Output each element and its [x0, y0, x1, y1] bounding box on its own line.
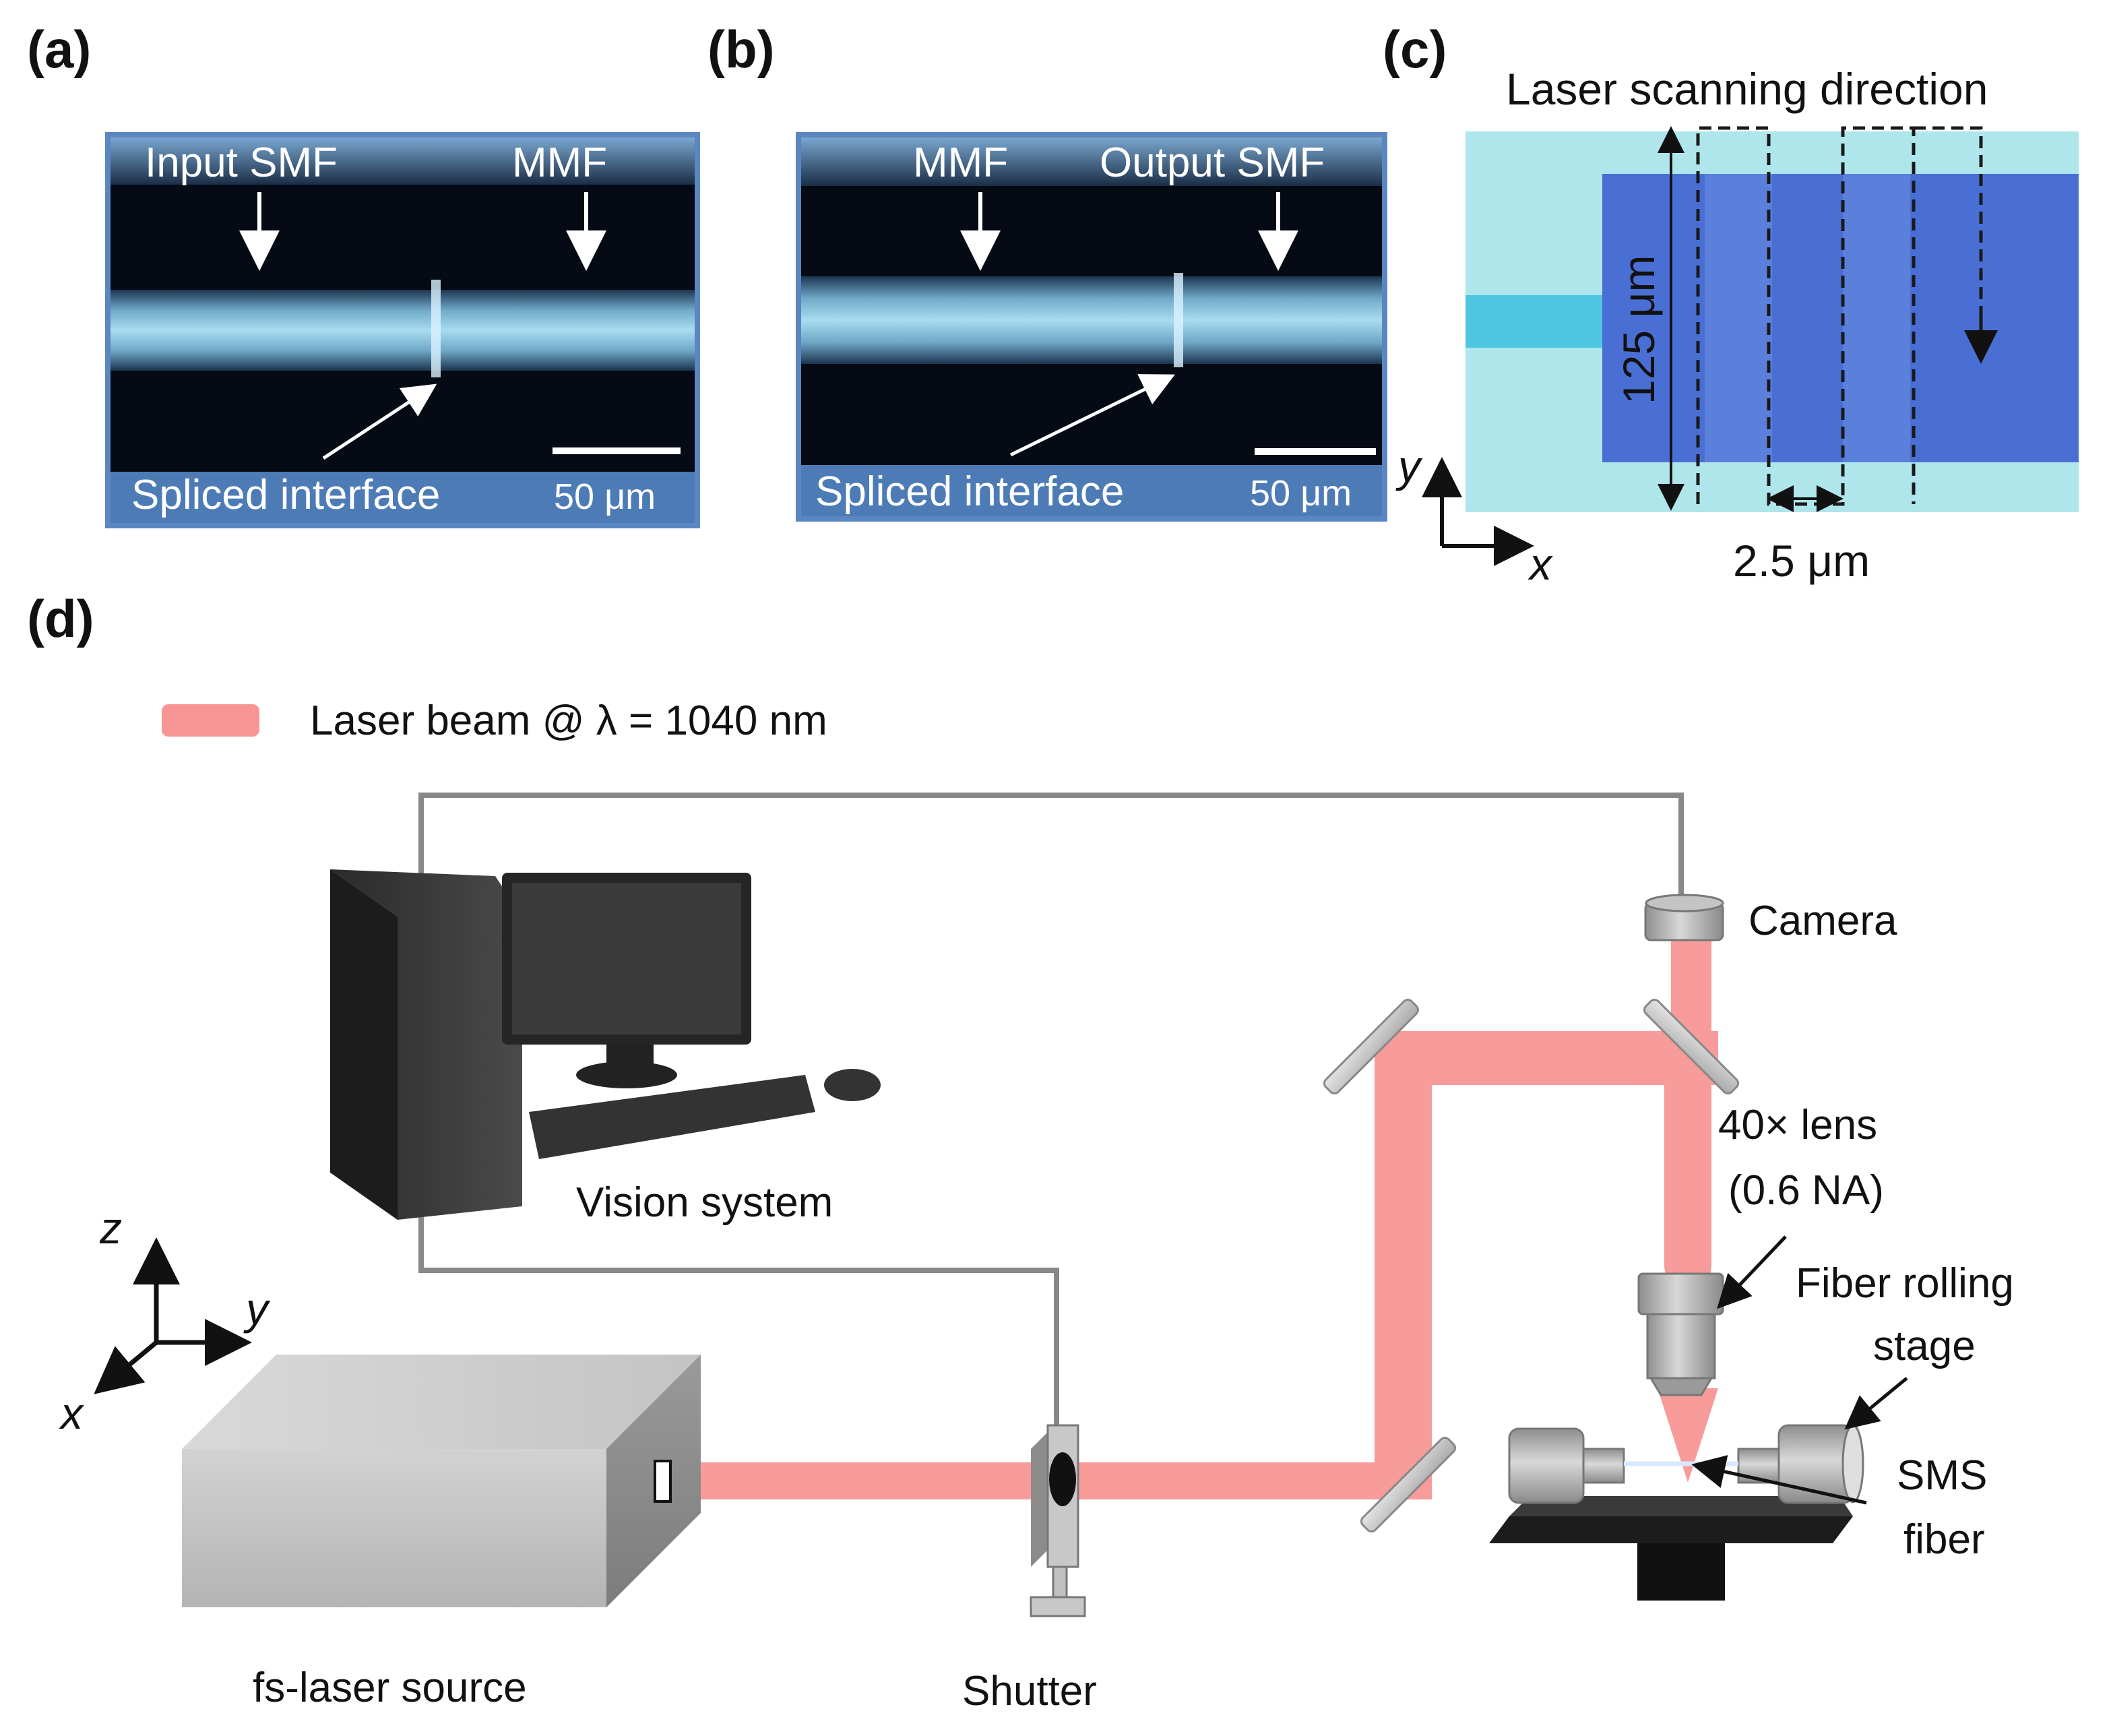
camera-cable — [418, 793, 1684, 903]
scan-direction-title: Laser scanning direction — [1506, 64, 1988, 114]
scan-path-last — [1914, 126, 1983, 344]
mmf-label-a: MMF — [512, 140, 607, 186]
axis-d-x — [94, 1340, 158, 1394]
stage-pointer-arrow — [1844, 1377, 1908, 1430]
panel-c: (c) Laser scanning direction 125 μm 2.5 … — [1383, 20, 2079, 589]
interface-arrow-b — [1009, 374, 1175, 457]
axis-c-y-label: y — [1395, 441, 1423, 491]
mirror-top-right — [1643, 998, 1740, 1095]
mmf-core — [1602, 174, 2079, 462]
gap-label: 2.5 μm — [1733, 536, 1870, 586]
micrograph-b — [796, 132, 1387, 522]
panel-b-label: (b) — [707, 20, 775, 79]
panel-b: (b) MMF Output SMF Spliced interface 50 … — [707, 20, 1387, 522]
laser-beam-path — [670, 940, 1718, 1499]
stage-label-line1: Fiber rolling — [1796, 1260, 2014, 1307]
lens-label-line1: 40× lens — [1718, 1102, 1877, 1148]
camera-icon — [1644, 894, 1724, 941]
stage-label-line2: stage — [1873, 1323, 1976, 1369]
fiber-label-line2: fiber — [1903, 1516, 1985, 1563]
interface-arrow-a — [322, 383, 437, 460]
shutter-icon — [1030, 1424, 1086, 1617]
input-smf-label: Input SMF — [145, 140, 338, 186]
fiber-label-line1: SMS — [1897, 1452, 1987, 1499]
axis-d-z-label: z — [99, 1203, 122, 1253]
legend-beam-swatch — [162, 704, 259, 737]
panel-d: (d) Laser beam @ λ = 1040 nm — [27, 589, 2014, 1714]
mirror-bottom — [1360, 1436, 1457, 1533]
axis-d-x-label: x — [59, 1388, 84, 1438]
shutter-cable — [418, 1213, 1059, 1429]
mmf-label-b: MMF — [913, 140, 1008, 186]
lens-pointer-arrow — [1717, 1235, 1787, 1309]
grating-line-1 — [1705, 174, 1772, 462]
scan-path — [1696, 126, 1916, 506]
fs-laser-source-label: fs-laser source — [253, 1665, 527, 1711]
axis-d-y-label: y — [243, 1284, 271, 1334]
scale-bar-label-a: 50 μm — [554, 476, 656, 517]
mirror-top-left — [1323, 998, 1420, 1095]
computer-icon — [330, 869, 881, 1220]
fiber-pointer-arrow — [1691, 1455, 1867, 1505]
fiber-rolling-stage — [1489, 1424, 1864, 1601]
vision-system-label: Vision system — [576, 1179, 833, 1226]
camera-label: Camera — [1748, 898, 1897, 944]
shutter-label: Shutter — [962, 1668, 1097, 1714]
output-smf-label: Output SMF — [1100, 140, 1325, 186]
legend-label: Laser beam @ λ = 1040 nm — [310, 698, 827, 744]
panel-a: (a) Input SMF MMF Spliced interface 50 μ… — [27, 20, 700, 528]
lens-label-line2: (0.6 NA) — [1728, 1167, 1884, 1214]
panel-d-label: (d) — [27, 589, 94, 648]
fs-laser-source-icon — [182, 1355, 701, 1607]
smf-core — [1466, 295, 1602, 348]
grating-line-2 — [1843, 174, 1910, 462]
spliced-interface-label-b: Spliced interface — [815, 468, 1124, 515]
panel-a-label: (a) — [27, 20, 91, 79]
micrograph-a — [105, 132, 700, 528]
panel-c-label: (c) — [1383, 20, 1447, 79]
spliced-interface-label-a: Spliced interface — [131, 472, 440, 518]
scale-bar-label-b: 50 μm — [1250, 473, 1352, 514]
objective-lens-icon — [1637, 1272, 1724, 1396]
axis-c-x-label: x — [1527, 539, 1553, 589]
height-label: 125 μm — [1614, 255, 1664, 404]
